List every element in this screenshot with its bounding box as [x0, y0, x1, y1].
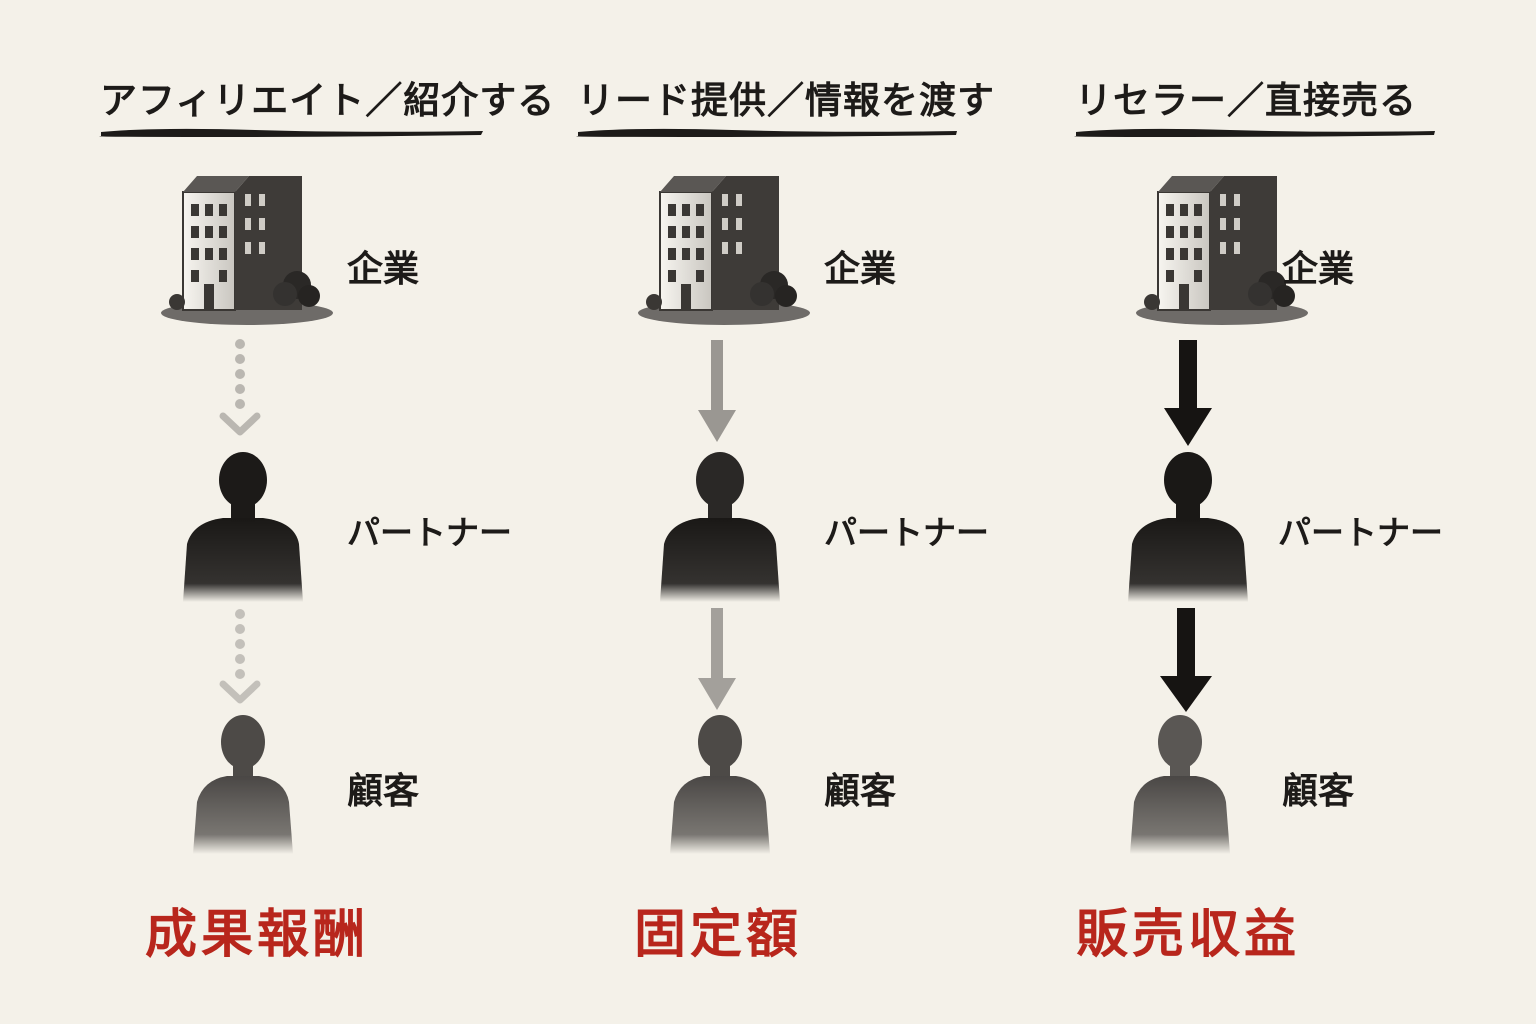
person-icon — [660, 452, 780, 602]
arrow-down-icon — [698, 340, 736, 442]
customer-label: 顧客 — [347, 770, 420, 812]
company-label: 企業 — [824, 248, 897, 290]
column-title: リード提供／情報を渡す — [577, 78, 995, 122]
arrow-down-icon — [219, 339, 261, 436]
partner-label: パートナー — [1278, 513, 1443, 552]
column-lead: リード提供／情報を渡す 企業 パートナー — [572, 0, 994, 1024]
building-icon — [638, 176, 810, 325]
partner-label: パートナー — [824, 513, 989, 552]
column-title: アフィリエイト／紹介する — [100, 78, 556, 122]
brush-underline — [99, 128, 483, 137]
arrow-down-icon — [219, 609, 261, 704]
company-label: 企業 — [347, 248, 420, 290]
person-icon — [1128, 452, 1248, 602]
company-label: 企業 — [1282, 248, 1355, 290]
brush-underline — [576, 128, 957, 137]
person-icon — [193, 715, 293, 854]
building-icon — [161, 176, 333, 325]
person-icon — [670, 715, 770, 854]
brush-underline — [1074, 128, 1435, 137]
arrow-down-icon — [698, 608, 736, 710]
revenue-label: 販売収益 — [1076, 904, 1301, 965]
column-affiliate: アフィリエイト／紹介する 企業 — [95, 0, 554, 1024]
customer-label: 顧客 — [824, 770, 897, 812]
arrow-down-icon — [1160, 608, 1212, 712]
revenue-label: 固定額 — [634, 904, 803, 965]
arrow-down-icon — [1164, 340, 1212, 446]
column-reseller: リセラー／直接売る 企業 パートナー — [1070, 0, 1490, 1024]
building-icon — [1136, 176, 1308, 325]
person-icon — [183, 452, 303, 602]
revenue-label: 成果報酬 — [145, 904, 370, 965]
customer-label: 顧客 — [1282, 770, 1355, 812]
column-title: リセラー／直接売る — [1075, 78, 1417, 122]
person-icon — [1130, 715, 1230, 854]
partner-label: パートナー — [347, 513, 512, 552]
